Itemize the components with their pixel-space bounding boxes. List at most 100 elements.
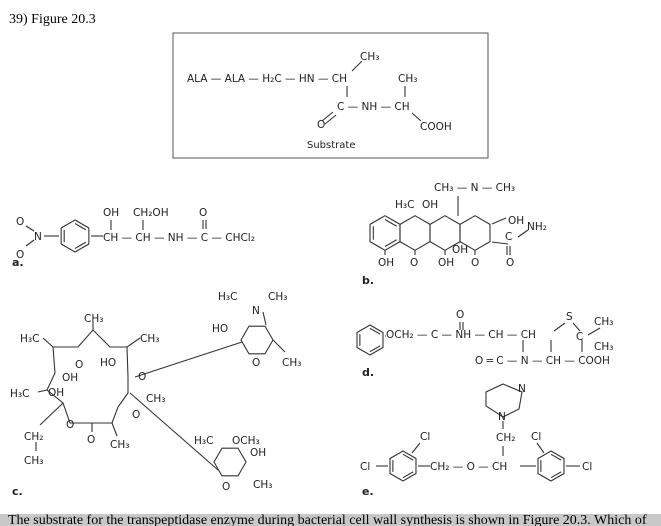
bond (553, 322, 566, 332)
atom-label: CH₃ (24, 455, 43, 467)
bond (25, 225, 35, 232)
atom-label: CH₂ (496, 432, 515, 444)
double-bond (74, 241, 87, 249)
atom-label: CH₃ (282, 357, 301, 369)
atom-label: O (87, 434, 95, 446)
cladinose-ring (213, 447, 247, 477)
atom-label: O (506, 257, 514, 269)
desosamine-ring (240, 325, 274, 355)
atom-label: Cl (420, 431, 430, 443)
double-bond (402, 471, 414, 479)
atom-label: N (518, 383, 526, 395)
atom-label: OH (438, 257, 454, 269)
bond (134, 341, 243, 378)
atom-label: CH₃ (594, 341, 613, 353)
atom-label: OH (452, 244, 468, 256)
imidazole-ring (485, 383, 523, 418)
atom-label: O (138, 371, 146, 383)
double-bond (384, 239, 397, 247)
atom-label: OCH₃ (232, 435, 260, 447)
atom-label: CH₃ (146, 393, 165, 405)
atom-label: CH₃ (84, 313, 103, 325)
double-bond (402, 453, 414, 461)
atom-label: C (576, 331, 583, 343)
atom-label: O (16, 249, 24, 261)
atom-label: O (471, 257, 479, 269)
atom-label: H₃C (218, 291, 237, 303)
atom-label: C — NH — CH (337, 101, 410, 113)
atom-label: H₃C (395, 199, 414, 211)
atom-label: OCH₂ — C — NH — CH — CH (386, 329, 536, 341)
atom-label: O (456, 309, 464, 321)
atom-label: CH₃ (360, 51, 379, 63)
atom-label: O (132, 409, 140, 421)
bond (572, 322, 581, 332)
atom-label: OH (508, 215, 524, 227)
atom-label: HO (100, 357, 116, 369)
dichlorophenyl-ring (537, 450, 565, 482)
bond (321, 111, 334, 122)
atom-label: CH₃ (140, 333, 159, 345)
atom-label: CH₂ — O — CH (430, 461, 507, 473)
bond (37, 389, 48, 393)
structure-label-c: c. (12, 485, 23, 498)
atom-label: CH₃ — N — CH₃ (434, 182, 515, 194)
atom-label: CH — CH — NH — C — CHCl₂ (103, 232, 255, 244)
bond (39, 402, 64, 426)
atom-label: OH (48, 387, 64, 399)
atom-label: OH (103, 207, 119, 219)
atom-label: N (34, 231, 42, 243)
dichlorophenyl-ring (389, 450, 417, 482)
substrate-box (172, 32, 489, 159)
bond (536, 442, 545, 454)
question-number-heading: 39) Figure 20.3 (9, 12, 96, 27)
question-text: The substrate for the transpeptidase enz… (0, 514, 661, 526)
bond (351, 60, 363, 72)
atom-label: N (498, 411, 506, 423)
bond (111, 422, 118, 437)
benzene-ring (60, 219, 90, 253)
bond (324, 114, 337, 125)
structure-label-d: d. (362, 366, 374, 379)
atom-label: OH (378, 257, 394, 269)
atom-label: O (16, 216, 24, 228)
structure-label-a: a. (12, 256, 24, 269)
atom-label: HO (212, 323, 228, 335)
atom-label: O (252, 357, 260, 369)
atom-label: O (317, 119, 325, 131)
atom-label: NH₂ (527, 221, 547, 233)
atom-label: CH₃ (268, 291, 287, 303)
bond (491, 217, 507, 225)
atom-labels: ALA — ALA — H₂C — HN — CH CH₃ CH₃ C — NH — … (10, 51, 613, 498)
atom-label: ALA — ALA — H₂C — HN — CH (187, 73, 347, 85)
atom-label: CH₃ (398, 73, 417, 85)
bond (129, 392, 219, 471)
atom-label: O (66, 419, 74, 431)
substrate-caption: Substrate (307, 140, 355, 151)
atom-label: H₃C (20, 333, 39, 345)
atom-label: H₃C (10, 388, 29, 400)
atom-label: OH (250, 447, 266, 459)
atom-label: CH₃ (110, 439, 129, 451)
atom-label: C (505, 231, 512, 243)
structure-label-e: e. (362, 485, 374, 498)
atom-label: Cl (360, 461, 370, 473)
double-bond (74, 223, 87, 231)
atom-label: Cl (531, 431, 541, 443)
macrolide-ring (46, 329, 129, 424)
bond (587, 327, 601, 336)
tetracycline-ring (399, 215, 431, 251)
structure-label-b: b. (362, 274, 374, 287)
bond (25, 239, 35, 247)
bond (411, 442, 421, 454)
bond (126, 337, 141, 348)
double-bond (369, 327, 381, 335)
double-bond (369, 345, 381, 353)
atom-label: O (410, 257, 418, 269)
bond (42, 337, 54, 348)
chemical-bonds (25, 60, 601, 482)
atom-label: O ═ C — N — CH — COOH (475, 355, 610, 367)
phenyl-ring (356, 324, 384, 356)
bond (491, 241, 509, 245)
